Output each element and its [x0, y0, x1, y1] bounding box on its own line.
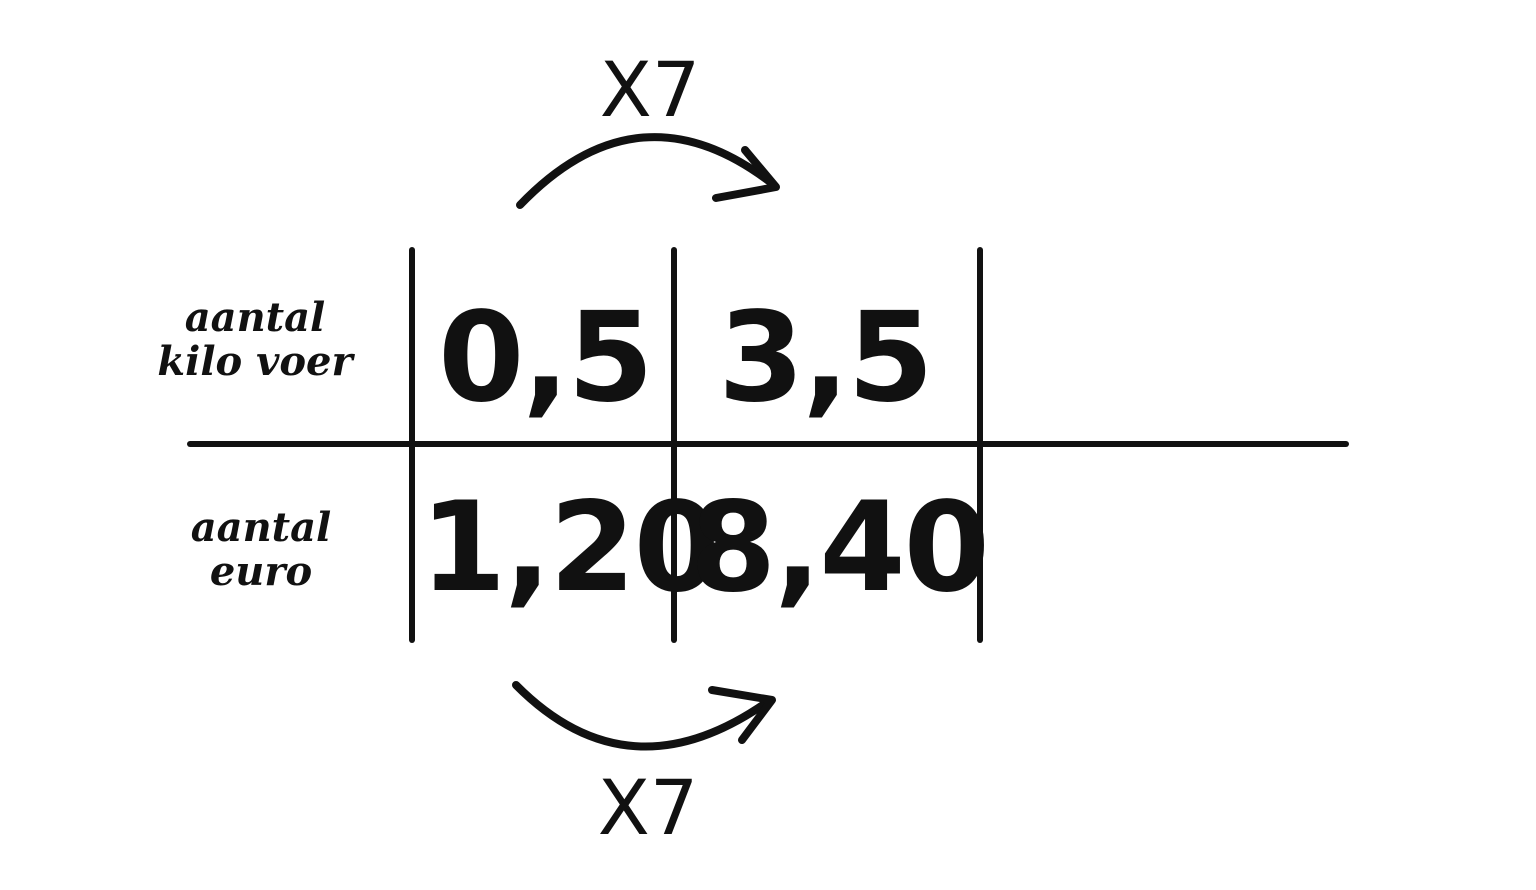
bottom-multiplier-label: X7: [597, 763, 699, 852]
row-label-line: kilo voer: [157, 338, 353, 385]
row-label-line: euro: [209, 548, 313, 595]
cell-kilo-1: 0,5: [438, 286, 654, 430]
cell-kilo-2: 3,5: [718, 286, 934, 430]
row-label-line: aantal: [190, 504, 332, 551]
row-label-euro: aantal euro: [156, 506, 366, 594]
top-arrow-icon: [516, 133, 780, 209]
top-multiplier-label: X7: [599, 45, 701, 134]
cell-euro-1: 1,20: [420, 476, 720, 620]
cell-euro-2: 8,40: [690, 476, 990, 620]
bottom-arrow-icon: [512, 681, 776, 751]
row-label-line: aantal: [184, 294, 326, 341]
row-label-kilo-voer: aantal kilo voer: [150, 296, 360, 384]
